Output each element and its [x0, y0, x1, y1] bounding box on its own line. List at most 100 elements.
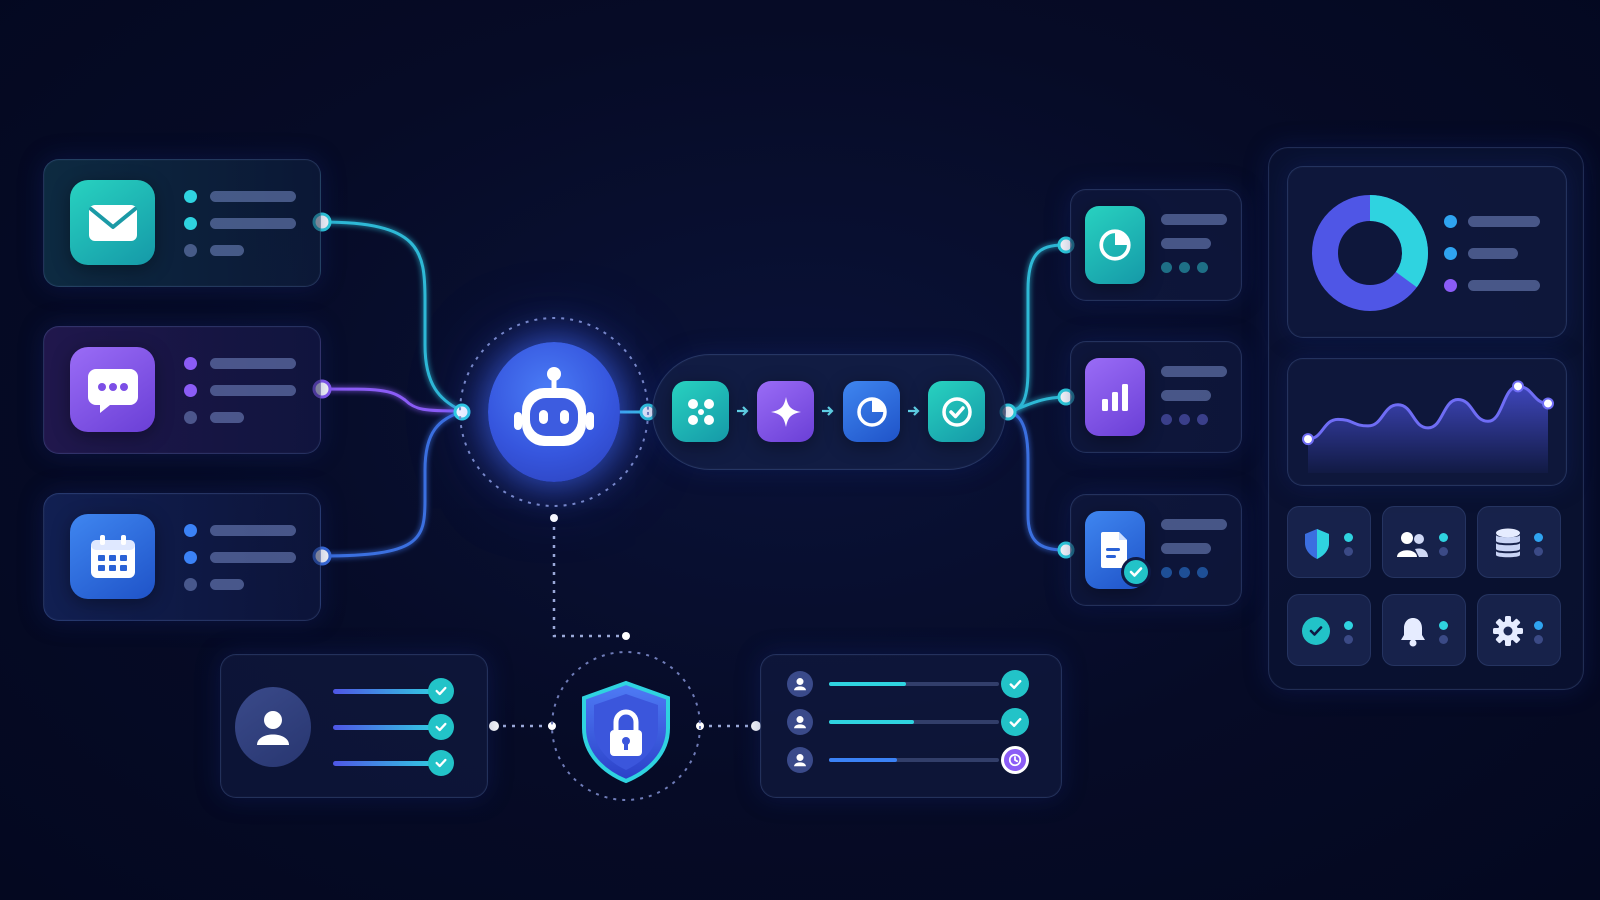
calendar-icon: [70, 514, 155, 599]
arrow-icon: [908, 406, 920, 416]
tile-dot: [1344, 635, 1353, 644]
chat-bubble-icon: [70, 347, 155, 432]
tile-dot: [1344, 621, 1353, 630]
placeholder-line: [1468, 216, 1540, 227]
placeholder-line: [1161, 390, 1211, 401]
list-dot: [184, 217, 197, 230]
user-icon: [787, 747, 813, 773]
sparkline-widget[interactable]: [1287, 358, 1567, 486]
placeholder-line: [1161, 543, 1211, 554]
port-user-out: [489, 721, 499, 731]
placeholder-line: [1161, 519, 1227, 530]
user-check-row: [333, 689, 443, 694]
output-card-document[interactable]: [1070, 494, 1242, 606]
bar-chart-icon: [1085, 358, 1145, 436]
check-badge-icon: [1302, 617, 1330, 645]
input-card-chat[interactable]: [43, 326, 321, 454]
tile-users[interactable]: [1382, 506, 1466, 578]
hub-orbit: [459, 317, 649, 507]
tile-settings[interactable]: [1477, 594, 1561, 666]
progress-fill: [829, 682, 906, 686]
bell-icon: [1401, 618, 1425, 647]
approval-row-2[interactable]: [761, 693, 1063, 741]
donut-chart: [1312, 195, 1428, 311]
connector-email: [321, 220, 461, 412]
list-dot: [184, 524, 197, 537]
approval-row-3[interactable]: [761, 731, 1063, 779]
connector-out-3: [1005, 410, 1065, 552]
tile-dot: [1534, 533, 1543, 542]
output-card-analytics[interactable]: [1070, 189, 1242, 301]
connector-hub-security: [552, 518, 626, 638]
tile-dot: [1439, 547, 1448, 556]
placeholder-line: [210, 358, 296, 369]
list-dot: [184, 244, 197, 257]
pie-chart-icon: [1085, 206, 1145, 284]
robot-icon: [514, 367, 594, 446]
pie-chart-icon[interactable]: [843, 381, 900, 442]
list-dot: [1179, 262, 1190, 273]
nodes-icon[interactable]: [672, 381, 729, 442]
port-security-top: [622, 632, 630, 640]
check-icon: [1009, 717, 1021, 727]
list-dot: [184, 411, 197, 424]
gear-icon: [1493, 616, 1523, 646]
tile-security[interactable]: [1287, 506, 1371, 578]
tile-dot: [1534, 621, 1543, 630]
placeholder-line: [210, 385, 296, 396]
tile-dot: [1439, 533, 1448, 542]
sparkline-point: [1302, 433, 1314, 446]
progress-fill: [829, 720, 914, 724]
tile-dot: [1534, 635, 1543, 644]
list-dot: [184, 357, 197, 370]
placeholder-line: [210, 218, 296, 229]
list-dot: [1161, 414, 1172, 425]
status-badge-pending: [1001, 746, 1029, 774]
pipeline-panel: [652, 354, 1006, 470]
approval-row-1[interactable]: [761, 655, 1063, 703]
status-badge-approved: [1001, 708, 1029, 736]
tile-database[interactable]: [1477, 506, 1561, 578]
sparkle-icon[interactable]: [757, 381, 814, 442]
user-icon: [787, 709, 813, 735]
list-dot: [1197, 567, 1208, 578]
user-check-row: [333, 761, 443, 766]
check-badge-icon: [1121, 557, 1151, 587]
check-circle-icon: [428, 714, 454, 740]
user-check-row: [333, 725, 443, 730]
arrow-icon: [822, 406, 834, 416]
progress-track: [829, 682, 999, 686]
list-dot: [1161, 567, 1172, 578]
input-card-email[interactable]: [43, 159, 321, 287]
placeholder-line: [1161, 214, 1227, 225]
check-circle-icon[interactable]: [928, 381, 985, 442]
tile-notifications[interactable]: [1382, 594, 1466, 666]
list-dot: [1179, 567, 1190, 578]
user-icon: [235, 687, 311, 767]
output-card-report[interactable]: [1070, 341, 1242, 453]
sparkline-line: [1307, 384, 1549, 441]
placeholder-line: [1468, 280, 1540, 291]
security-orbit: [551, 651, 701, 801]
users-icon: [1397, 532, 1428, 557]
input-card-calendar[interactable]: [43, 493, 321, 621]
connector-calendar: [321, 410, 461, 558]
user-card[interactable]: [220, 654, 488, 798]
tile-dot: [1344, 533, 1353, 542]
shield-lock-icon[interactable]: [578, 680, 674, 784]
list-dot: [184, 551, 197, 564]
list-dot: [1197, 262, 1208, 273]
envelope-icon: [70, 180, 155, 265]
port-approvals-in: [751, 721, 761, 731]
tile-verified[interactable]: [1287, 594, 1371, 666]
approvals-card[interactable]: [760, 654, 1062, 798]
placeholder-line: [210, 412, 244, 423]
tile-dot: [1439, 621, 1448, 630]
ai-hub[interactable]: [488, 342, 620, 482]
port-hub-down: [550, 514, 558, 522]
donut-widget[interactable]: [1287, 166, 1567, 338]
legend-dot: [1444, 247, 1457, 260]
port-hub-in: [453, 403, 471, 421]
sparkline-point: [1542, 397, 1554, 410]
list-dot: [1161, 262, 1172, 273]
